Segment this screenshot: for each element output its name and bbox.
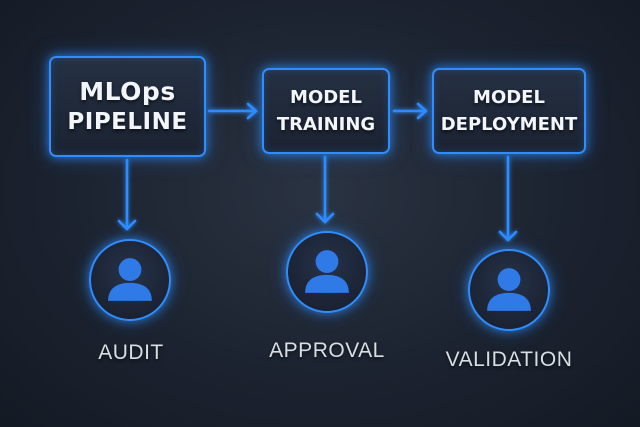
audit-person-icon bbox=[89, 239, 171, 321]
checkpoint-label-validation: VALIDATION bbox=[445, 348, 573, 371]
checkpoint-label-audit: AUDIT bbox=[98, 341, 164, 364]
stage-title-line2: PIPELINE bbox=[67, 108, 188, 135]
arrow-mlops-to-training bbox=[207, 102, 258, 120]
arrow-mlops-to-audit bbox=[117, 158, 137, 231]
approval-person-icon bbox=[286, 231, 368, 313]
stage-model-training: MODEL TRAINING bbox=[262, 68, 390, 154]
arrow-training-to-approval bbox=[315, 155, 335, 224]
stage-mlops-pipeline: MLOps PIPELINE bbox=[49, 56, 206, 157]
stage-title-line1: MODEL bbox=[473, 87, 545, 108]
stage-title-line2: TRAINING bbox=[276, 114, 376, 135]
checkpoint-label-approval: APPROVAL bbox=[269, 339, 385, 362]
stage-model-deployment: MODEL DEPLOYMENT bbox=[432, 68, 586, 154]
arrow-deployment-to-validation bbox=[498, 155, 518, 242]
stage-title-line2: DEPLOYMENT bbox=[440, 114, 578, 135]
stage-title-line1: MLOps bbox=[79, 76, 176, 106]
arrow-training-to-deployment bbox=[392, 102, 428, 120]
validation-person-icon bbox=[468, 249, 550, 331]
stage-title-line1: MODEL bbox=[290, 87, 362, 108]
